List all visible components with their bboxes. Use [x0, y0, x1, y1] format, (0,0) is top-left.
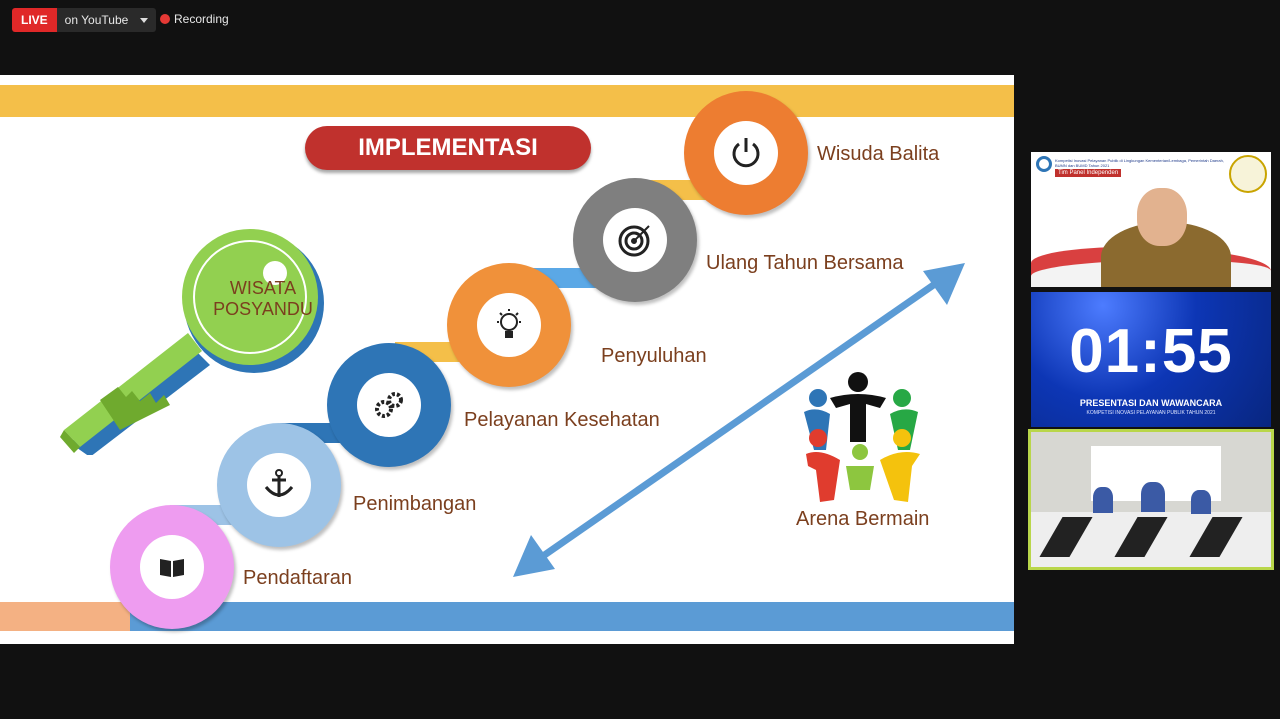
key-label-line1: WISATA: [229, 278, 297, 298]
step-label-penyuluhan: Penyuluhan: [601, 345, 707, 367]
recording-indicator[interactable]: Recording: [160, 12, 229, 26]
arena-bermain-label: Arena Bermain: [796, 508, 930, 530]
live-stream-control[interactable]: LIVE on YouTube: [12, 8, 157, 32]
timer-title: PRESENTASI DAN WAWANCARA: [1079, 398, 1223, 408]
chevron-down-icon[interactable]: [140, 17, 149, 23]
step-label-pendaftaran: Pendaftaran: [243, 567, 352, 589]
participant-video-panel-1[interactable]: Kompetisi Inovasi Pelayanan Publik di Li…: [1031, 152, 1271, 287]
speaker-face: [1137, 188, 1187, 246]
participant-figure: [1093, 487, 1113, 513]
step-ring-pelayanan-kesehatan: [327, 343, 451, 467]
power-icon: [714, 121, 778, 185]
step-label-penimbangan: Penimbangan: [353, 493, 477, 515]
anchor-icon: [247, 453, 311, 517]
participant-video-panel-2[interactable]: 01:55 PRESENTASI DAN WAWANCARA KOMPETISI…: [1031, 292, 1271, 427]
live-destination-dropdown[interactable]: on YouTube: [56, 8, 157, 32]
bottom-accent-band: [0, 602, 130, 631]
meeting-top-bar: LIVE on YouTube Recording: [0, 0, 1280, 40]
step-label-pelayanan-kesehatan: Pelayanan Kesehatan: [464, 409, 660, 431]
record-dot-icon: [160, 14, 170, 24]
emblem-icon: [1229, 155, 1267, 193]
participant-figure: [1141, 482, 1165, 512]
target-icon: [603, 208, 667, 272]
meeting-room-video: [1031, 432, 1271, 567]
step-ring-pendaftaran: [110, 505, 234, 629]
countdown-timer: 01:55: [1069, 317, 1233, 386]
lightbulb-icon: [477, 293, 541, 357]
participant-video-panel-3-active[interactable]: [1028, 429, 1274, 570]
logo-icon: [1036, 156, 1052, 172]
shared-presentation-slide: IMPLEMENTASI WISATA POSYANDU: [0, 75, 1014, 644]
slide-title: IMPLEMENTASI: [305, 126, 591, 170]
people-circle-illustration: [804, 372, 920, 502]
book-icon: [140, 535, 204, 599]
step-ring-wisuda: [684, 91, 808, 215]
panel1-badge: Tim Panel Independen: [1055, 169, 1122, 177]
key-illustration: [60, 229, 324, 455]
gears-icon: [357, 373, 421, 437]
step-ring-ulang-tahun: [573, 178, 697, 302]
recording-label: Recording: [174, 12, 229, 26]
live-destination-label: on YouTube: [64, 13, 129, 27]
participant-figure: [1191, 490, 1211, 514]
double-arrow-graphic: [513, 263, 965, 577]
live-badge: LIVE: [12, 8, 57, 32]
top-color-band: [0, 85, 1014, 117]
panel1-header-text: Kompetisi Inovasi Pelayanan Publik di Li…: [1055, 158, 1224, 168]
key-label-line2: POSYANDU: [213, 299, 313, 319]
key-label: WISATA POSYANDU: [203, 278, 323, 320]
step-label-ulang-tahun: Ulang Tahun Bersama: [706, 252, 904, 274]
timer-subtitle: KOMPETISI INOVASI PELAYANAN PUBLIK TAHUN…: [1086, 410, 1216, 416]
step-ring-penyuluhan: [447, 263, 571, 387]
step-ring-penimbangan: [217, 423, 341, 547]
step-label-wisuda: Wisuda Balita: [817, 143, 940, 165]
timer-background: [1031, 292, 1271, 427]
